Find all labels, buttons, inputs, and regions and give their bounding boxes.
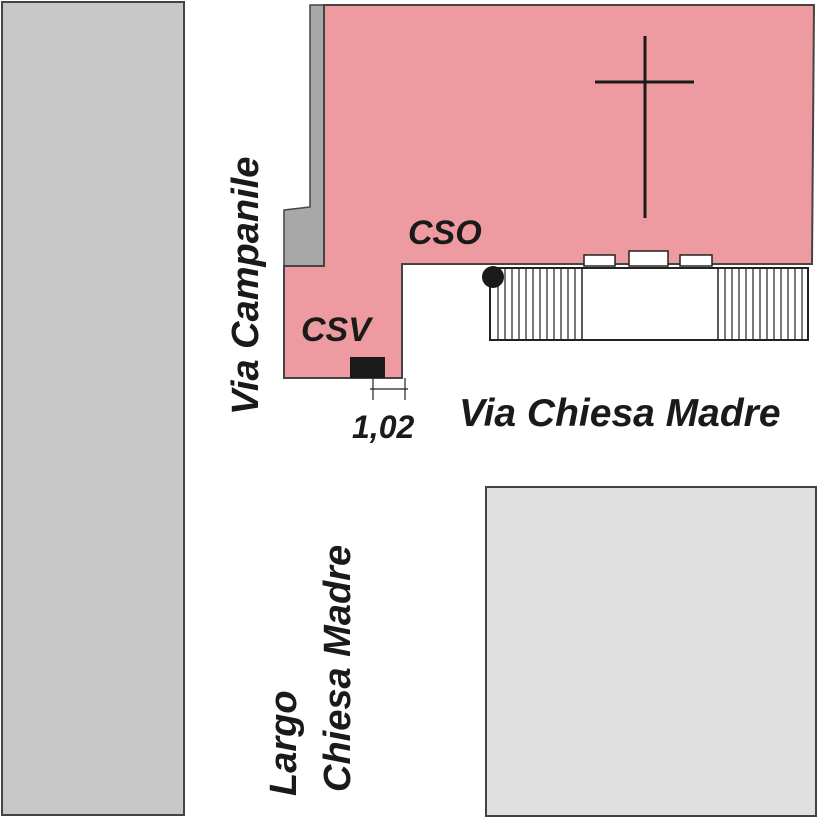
csv-label: CSV bbox=[301, 311, 374, 349]
bell-tower-wall bbox=[283, 4, 325, 267]
building-block-left bbox=[1, 1, 185, 816]
facade-block bbox=[628, 250, 669, 267]
church-steps bbox=[489, 267, 809, 341]
facade-block bbox=[679, 254, 713, 267]
largo-label-line2: Chiesa Madre bbox=[317, 545, 359, 792]
facade-block bbox=[583, 254, 616, 267]
building-block-bottom-right bbox=[485, 486, 817, 817]
cross-icon bbox=[595, 36, 694, 218]
largo-label-line1: Largo bbox=[263, 690, 305, 796]
dimension-label: 1,02 bbox=[352, 409, 414, 445]
street-via-chiesa-madre: Via Chiesa Madre bbox=[459, 392, 781, 435]
cso-label: CSO bbox=[408, 214, 482, 252]
street-via-campanile: Via Campanile bbox=[225, 157, 267, 415]
cso-marker bbox=[482, 266, 504, 288]
dimension-marker bbox=[370, 378, 408, 400]
csv-marker bbox=[350, 357, 385, 378]
church-building bbox=[283, 4, 816, 379]
